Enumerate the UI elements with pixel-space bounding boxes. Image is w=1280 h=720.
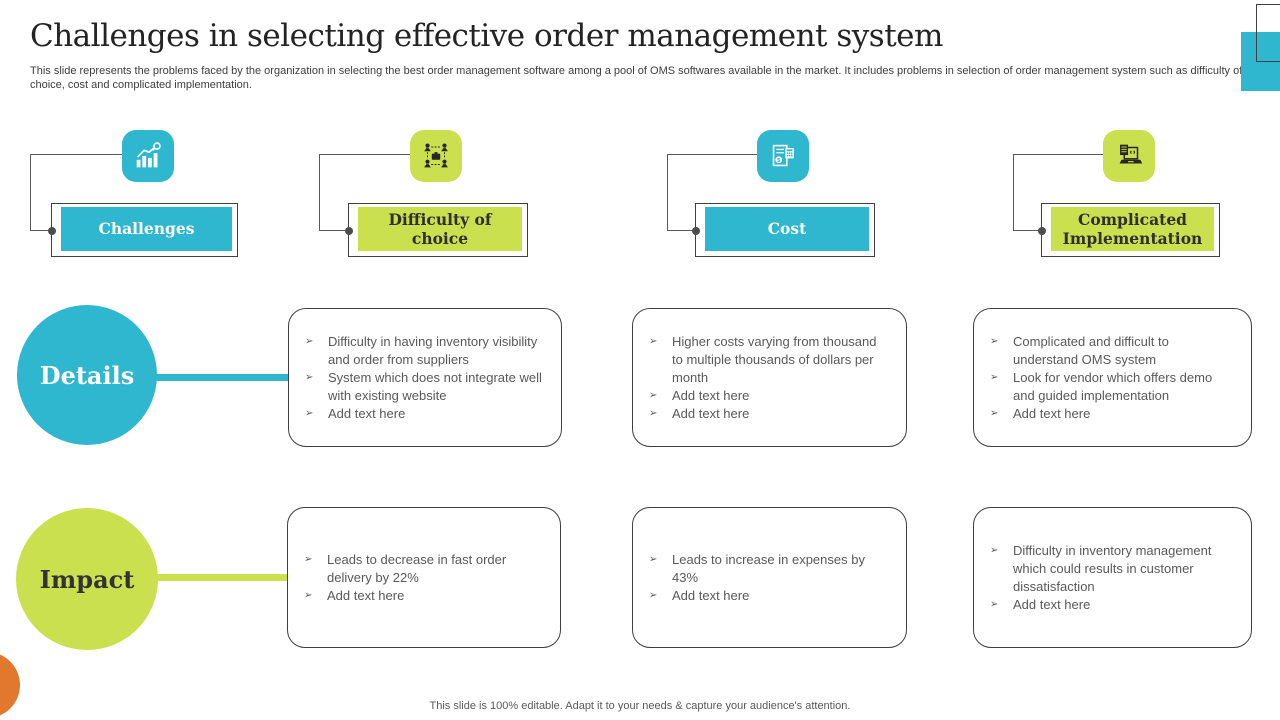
arrow-bullet-icon: ➢	[649, 389, 658, 401]
list-item: ➢Add text here	[990, 596, 1091, 612]
list-item: ➢Leads to decrease in fast order deliver…	[304, 551, 507, 585]
list-item: ➢Difficulty in having inventory visibili…	[305, 333, 538, 367]
connector-dot-difficulty	[345, 227, 353, 235]
arrow-bullet-icon: ➢	[649, 589, 658, 601]
connector-dot-cost	[692, 227, 700, 235]
connector-dot-implementation	[1038, 227, 1046, 235]
arrow-bullet-icon: ➢	[649, 553, 658, 565]
arrow-bullet-icon: ➢	[990, 407, 999, 419]
list-item: ➢Look for vendor which offers demo and g…	[990, 369, 1213, 403]
difficulty-label-box: Difficulty of choice	[348, 203, 528, 257]
connector-line-difficulty	[319, 230, 348, 231]
details-box-difficulty: ➢Difficulty in having inventory visibili…	[288, 308, 562, 447]
details-label: Details	[39, 360, 135, 390]
arrow-bullet-icon: ➢	[305, 407, 314, 419]
connector-line-challenges	[30, 230, 51, 231]
arrow-bullet-icon: ➢	[990, 544, 999, 556]
arrow-bullet-icon: ➢	[304, 589, 313, 601]
arrow-bullet-icon: ➢	[304, 553, 313, 565]
arrow-bullet-icon: ➢	[990, 335, 999, 347]
list-item: ➢Add text here	[990, 405, 1091, 421]
difficulty-label: Difficulty of choice	[388, 209, 492, 248]
challenges-label-box: Challenges	[51, 203, 238, 257]
team-network-icon	[419, 139, 453, 173]
list-item: ➢Add text here	[305, 405, 406, 421]
implementation-label: Complicated Implementation	[1062, 209, 1203, 248]
list-item: ➢Complicated and difficult to understand…	[990, 333, 1169, 367]
arrow-bullet-icon: ➢	[649, 335, 658, 347]
connector-dot-challenges	[48, 227, 56, 235]
svg-text:$: $	[777, 158, 781, 164]
list-item: ➢Add text here	[649, 587, 750, 603]
list-item: ➢Add text here	[649, 387, 750, 403]
orange-circle-decor	[0, 652, 20, 718]
connector-elbow-challenges	[30, 154, 122, 231]
implementation-icon-tile	[1103, 130, 1155, 182]
details-connector-bar	[155, 374, 288, 381]
page-title: Challenges in selecting effective order …	[30, 18, 943, 54]
laptop-setup-icon	[1112, 139, 1146, 173]
footer-note: This slide is 100% editable. Adapt it to…	[429, 700, 851, 712]
details-box-cost: ➢Higher costs varying from thousand to m…	[632, 308, 907, 447]
impact-box-cost: ➢Leads to increase in expenses by 43% ➢A…	[632, 507, 907, 648]
arrow-bullet-icon: ➢	[305, 335, 314, 347]
details-circle: Details	[17, 305, 157, 445]
list-item: ➢System which does not integrate well wi…	[305, 369, 542, 403]
impact-box-difficulty: ➢Leads to decrease in fast order deliver…	[287, 507, 561, 648]
connector-line-cost	[667, 230, 695, 231]
challenges-icon-tile	[122, 130, 174, 182]
invoice-calculator-icon: $	[766, 139, 800, 173]
impact-label: Impact	[39, 564, 135, 594]
difficulty-icon-tile	[410, 130, 462, 182]
connector-elbow-implementation	[1013, 154, 1103, 231]
arrow-bullet-icon: ➢	[990, 371, 999, 383]
cost-label: Cost	[767, 219, 807, 239]
challenges-label: Challenges	[98, 219, 195, 239]
growth-chart-magnifier-icon	[131, 139, 165, 173]
impact-circle: Impact	[16, 508, 158, 650]
arrow-bullet-icon: ➢	[649, 407, 658, 419]
list-item: ➢Add text here	[649, 405, 750, 421]
connector-line-implementation	[1013, 230, 1041, 231]
cost-icon-tile: $	[757, 130, 809, 182]
list-item: ➢Leads to increase in expenses by 43%	[649, 551, 865, 585]
impact-box-implementation: ➢Difficulty in inventory management whic…	[973, 507, 1252, 648]
page-subtitle: This slide represents the problems faced…	[30, 65, 1243, 91]
cost-label-box: Cost	[695, 203, 875, 257]
connector-elbow-cost	[667, 154, 757, 231]
corner-outline-decor	[1256, 4, 1280, 62]
arrow-bullet-icon: ➢	[305, 371, 314, 383]
list-item: ➢Higher costs varying from thousand to m…	[649, 333, 877, 385]
impact-connector-bar	[156, 574, 287, 581]
details-box-implementation: ➢Complicated and difficult to understand…	[973, 308, 1252, 447]
list-item: ➢Difficulty in inventory management whic…	[990, 542, 1212, 594]
implementation-label-box: Complicated Implementation	[1041, 203, 1220, 257]
arrow-bullet-icon: ➢	[990, 598, 999, 610]
connector-elbow-difficulty	[319, 154, 410, 231]
list-item: ➢Add text here	[304, 587, 405, 603]
